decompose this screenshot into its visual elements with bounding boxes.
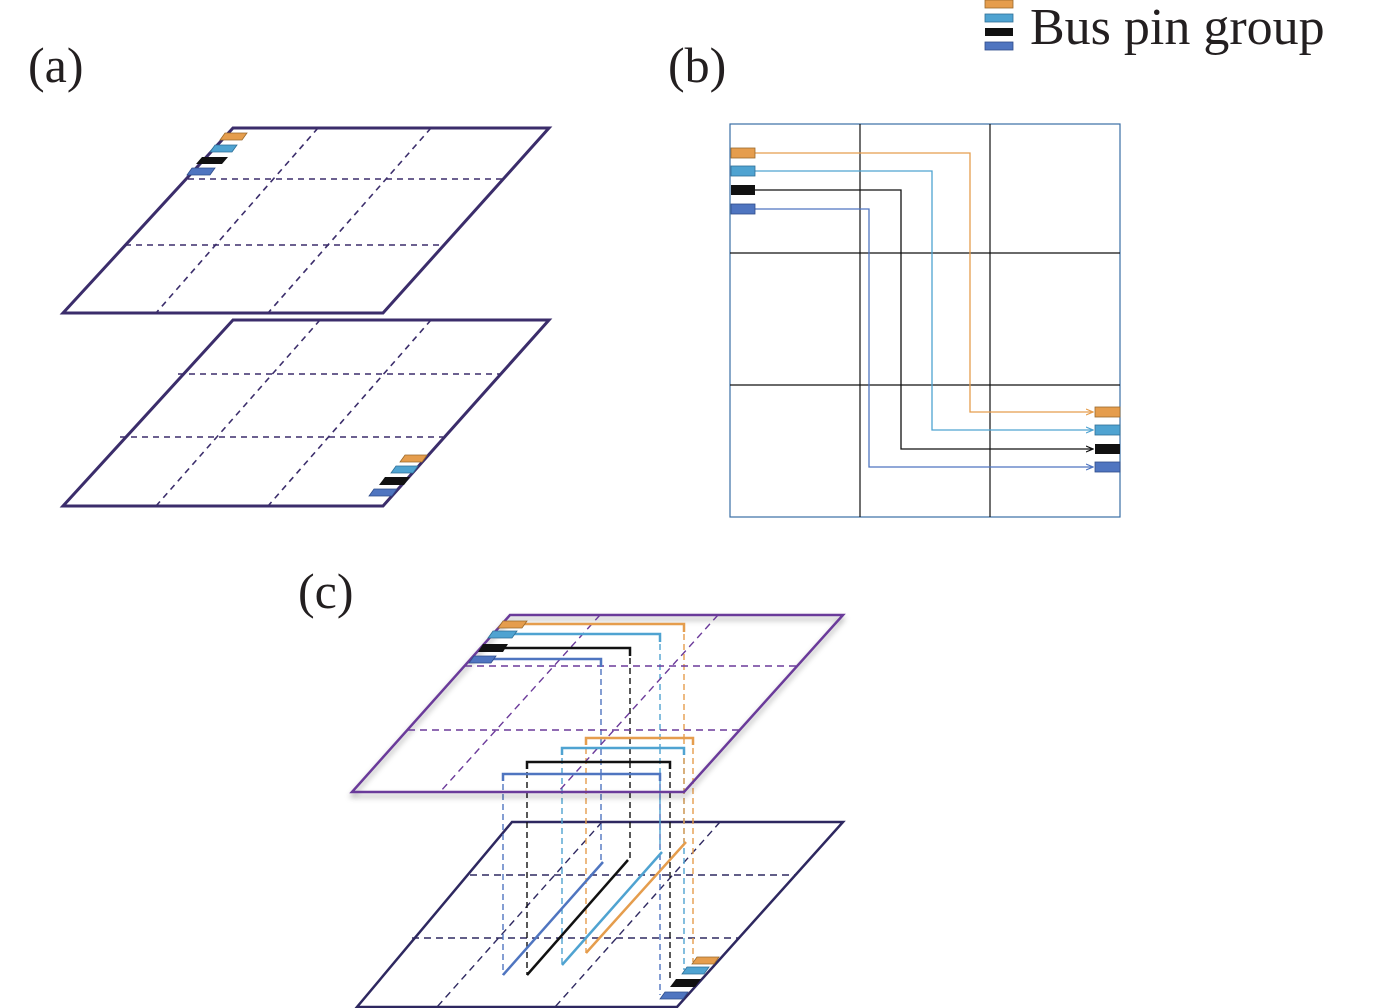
- pin-light-blue: [209, 144, 238, 153]
- route-orange-top: [515, 622, 686, 632]
- route-black: [755, 189, 1093, 449]
- route-light-blue-top: [505, 632, 662, 642]
- legend-label: Bus pin group: [1030, 0, 1325, 56]
- panel-b-label: (b): [668, 37, 727, 93]
- layer-outline: [354, 820, 846, 1008]
- route-black-diagonal: [526, 859, 629, 976]
- panel-a-top-layer: [59, 126, 553, 315]
- grid-lines: [412, 821, 796, 1008]
- pin-orange: [399, 454, 428, 463]
- panel-b-outline: [729, 123, 1121, 518]
- pin-orange: [691, 956, 720, 965]
- route-blue-mid: [501, 772, 662, 781]
- layer-outline: [349, 613, 846, 794]
- pin-light-blue: [390, 465, 419, 474]
- pin-orange: [219, 132, 248, 141]
- pin-orange: [497, 620, 528, 629]
- panel-b: [729, 123, 1121, 518]
- route-blue: [755, 208, 1093, 467]
- panel-c-top-routes: [485, 622, 686, 667]
- route-light-blue-mid: [560, 746, 686, 755]
- route-blue-top: [485, 657, 603, 667]
- pin-group-source: [186, 132, 248, 176]
- pin-black: [731, 185, 755, 195]
- pin-blue: [186, 167, 216, 176]
- pin-light-blue: [1094, 424, 1121, 436]
- route-orange: [755, 152, 1093, 412]
- legend-swatch-blue: [984, 41, 1014, 51]
- panel-b-routes: [755, 152, 1093, 467]
- route-orange-mid: [584, 736, 695, 745]
- grid-lines: [125, 127, 503, 314]
- panel-c-bottom-layer: [354, 820, 846, 1008]
- pin-blue: [1094, 461, 1121, 473]
- panel-c: [349, 613, 846, 1008]
- panel-c-bottom-routes: [502, 841, 687, 976]
- layer-outline: [59, 318, 553, 508]
- panel-c-top-layer: [349, 613, 846, 794]
- route-black-mid: [525, 760, 672, 769]
- pin-light-blue: [730, 165, 756, 177]
- pin-black: [196, 157, 228, 164]
- pin-black: [1095, 444, 1120, 454]
- route-black-top: [495, 646, 632, 656]
- grid-lines: [120, 319, 500, 507]
- panel-c-source-pins: [468, 620, 528, 664]
- legend-swatches: [984, 0, 1014, 51]
- panel-a: [59, 126, 553, 508]
- route-blue-diagonal: [502, 861, 604, 976]
- route-light-blue: [755, 170, 1093, 430]
- pin-blue: [730, 203, 756, 215]
- legend-swatch-orange: [984, 0, 1014, 9]
- pin-group-target: [368, 454, 428, 497]
- route-light-blue-diagonal: [561, 851, 663, 966]
- legend-swatch-light-blue: [984, 13, 1014, 23]
- pin-black: [670, 979, 701, 987]
- legend-swatch-black: [985, 28, 1013, 36]
- pin-light-blue: [487, 630, 518, 639]
- panel-a-label: (a): [28, 37, 84, 93]
- panel-c-target-pins: [659, 956, 720, 1000]
- panel-b-target-pins: [1094, 406, 1121, 473]
- panel-b-grid: [730, 124, 1120, 517]
- pin-blue: [368, 488, 398, 497]
- pin-orange: [730, 147, 756, 159]
- pin-light-blue: [681, 966, 710, 975]
- route-orange-diagonal: [585, 841, 687, 954]
- pin-orange: [1094, 406, 1121, 418]
- panel-c-label: (c): [298, 563, 354, 619]
- pin-blue: [468, 655, 497, 664]
- layer-outline: [59, 126, 553, 315]
- pin-blue: [659, 991, 689, 1000]
- panel-c-mid-routes: [501, 736, 695, 781]
- panel-b-source-pins: [730, 147, 756, 215]
- pin-black: [379, 477, 410, 485]
- panel-a-bottom-layer: [59, 318, 553, 508]
- grid-lines: [408, 614, 797, 793]
- pin-black: [478, 644, 508, 652]
